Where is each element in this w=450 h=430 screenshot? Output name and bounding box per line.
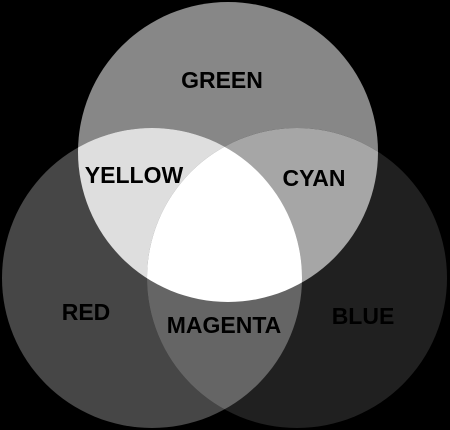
blue-label: BLUE	[332, 303, 395, 329]
red-label: RED	[62, 299, 111, 325]
magenta-label: MAGENTA	[167, 312, 282, 338]
cyan-label: CYAN	[282, 165, 345, 191]
white-overlap	[147, 128, 302, 302]
yellow-label: YELLOW	[85, 162, 184, 188]
green-label: GREEN	[181, 67, 263, 93]
